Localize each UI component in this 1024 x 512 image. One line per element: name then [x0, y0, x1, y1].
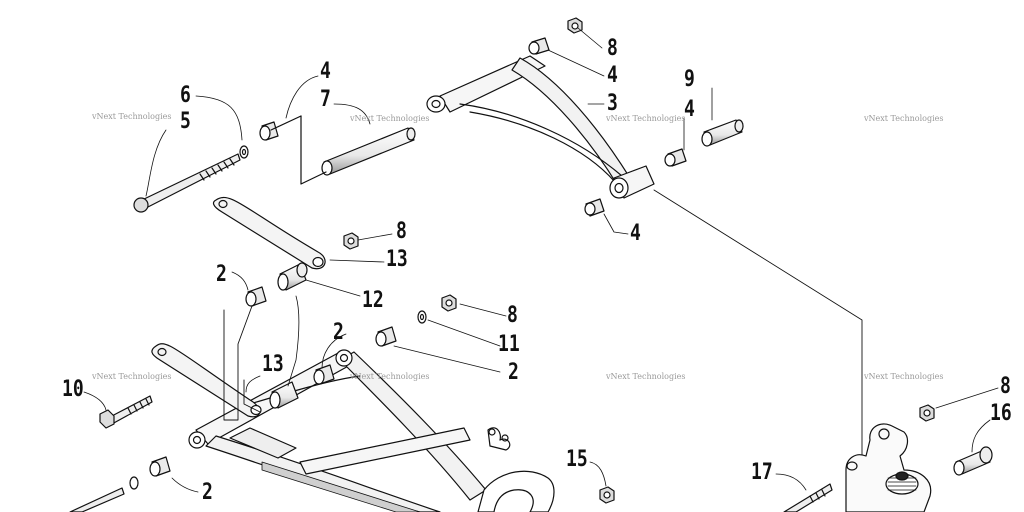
callout-8-right: 8 — [1000, 374, 1011, 399]
watermark: vNext Technologies — [606, 372, 686, 381]
sleeve-7 — [321, 127, 416, 176]
spacer-12 — [277, 262, 308, 291]
nut-8-top — [567, 17, 583, 34]
bolt-17 — [783, 483, 833, 512]
washer-bottom — [129, 476, 139, 490]
callout-13-lower: 13 — [262, 352, 284, 377]
callout-16: 16 — [990, 401, 1012, 426]
watermark: vNext Technologies — [864, 372, 944, 381]
callout-7: 7 — [320, 87, 331, 112]
bushing-4-top — [528, 37, 550, 55]
bolt-bottom — [69, 487, 125, 512]
callout-11: 11 — [498, 332, 520, 357]
bushing-4-right — [664, 148, 687, 167]
nut-15 — [599, 486, 615, 504]
sleeve-16 — [953, 446, 993, 476]
callout-8-top: 8 — [607, 36, 618, 61]
watermark: vNext Technologies — [92, 112, 172, 121]
callout-17: 17 — [751, 460, 773, 485]
nut-8-lower — [441, 294, 457, 312]
sleeve-9 — [701, 119, 744, 147]
callout-4-left: 4 — [320, 59, 331, 84]
callout-8-mid: 8 — [396, 219, 407, 244]
callout-2-left: 2 — [216, 262, 227, 287]
callout-15: 15 — [566, 447, 588, 472]
watermark: vNext Technologies — [350, 372, 430, 381]
callout-8-lower: 8 — [507, 303, 518, 328]
nut-8-right — [919, 404, 935, 422]
bushing-2-mid — [313, 364, 335, 385]
callout-2-right: 2 — [508, 360, 519, 385]
bushing-4-bottom — [584, 198, 605, 217]
steering-knuckle — [845, 423, 932, 512]
callout-13-top: 13 — [386, 247, 408, 272]
callout-6: 6 — [180, 83, 191, 108]
callout-5: 5 — [180, 109, 191, 134]
watermark: vNext Technologies — [92, 372, 172, 381]
link-plate-13-lower — [151, 343, 262, 418]
upper-a-arm — [426, 55, 655, 199]
callout-4-right: 4 — [684, 97, 695, 122]
callout-2-bottom: 2 — [202, 480, 213, 505]
bolt-5 — [133, 153, 241, 213]
bolt-10 — [99, 395, 153, 429]
watermark: vNext Technologies — [350, 114, 430, 123]
spacer-13-lower — [269, 381, 299, 409]
callout-2-mid: 2 — [333, 320, 344, 345]
callout-12: 12 — [362, 288, 384, 313]
lower-a-arm — [188, 349, 555, 512]
link-plate-13-upper — [212, 196, 326, 270]
bushing-2-right — [375, 326, 397, 347]
bushing-4-left — [259, 121, 279, 141]
nut-8-mid — [343, 232, 359, 250]
callout-4-top: 4 — [607, 63, 618, 88]
bushing-2-bottom — [149, 456, 171, 477]
callout-3: 3 — [607, 91, 618, 116]
watermark: vNext Technologies — [864, 114, 944, 123]
callout-4-bottom: 4 — [630, 221, 641, 246]
washer-6 — [239, 145, 249, 159]
callout-10: 10 — [62, 377, 84, 402]
washer-11 — [417, 310, 427, 324]
watermark: vNext Technologies — [606, 114, 686, 123]
callout-9: 9 — [684, 67, 695, 92]
bushing-2-left — [245, 286, 267, 307]
